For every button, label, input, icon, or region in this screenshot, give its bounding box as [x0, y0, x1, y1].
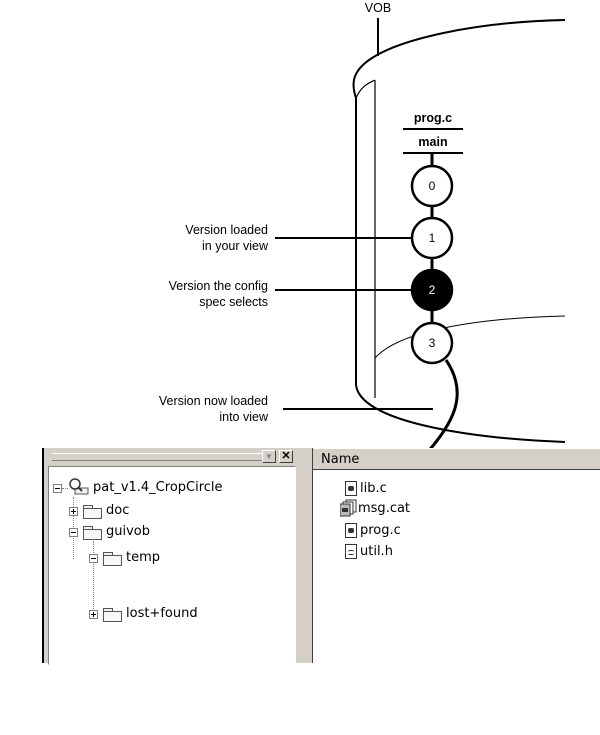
- explorer-window: ▼ ✕ pat_v1.4_CropCircle doc guivob: [42, 448, 600, 665]
- tree-expander-temp[interactable]: [89, 554, 98, 563]
- tree-view: pat_v1.4_CropCircle doc guivob temp lost…: [48, 466, 296, 665]
- version-label-2: 2: [428, 283, 436, 297]
- folder-icon: [103, 552, 122, 566]
- cat-file-icon: [340, 499, 357, 517]
- close-icon[interactable]: ✕: [279, 450, 293, 463]
- version-node-1: [410, 216, 454, 260]
- config-spec-callout-line1: Version the config: [168, 279, 268, 293]
- config-spec-callout-line2: spec selects: [199, 295, 268, 309]
- header-file-icon: [345, 544, 357, 559]
- file-item-lib-c[interactable]: lib.c: [360, 481, 387, 496]
- now-loaded-callout-line1: Version now loaded: [158, 394, 268, 408]
- tree-item-guivob[interactable]: guivob: [106, 524, 151, 539]
- tree-expander-lost-found[interactable]: [89, 610, 98, 619]
- tree-item-lost-found[interactable]: lost+found: [126, 606, 198, 621]
- folder-icon: [83, 526, 102, 540]
- now-loaded-callout: Version now loaded into view: [110, 393, 268, 425]
- tree-expander-guivob[interactable]: [69, 528, 78, 537]
- loaded-version-callout-line2: in your view: [202, 239, 268, 253]
- version-label-0: 0: [428, 179, 436, 193]
- folder-icon: [83, 505, 102, 519]
- vob-cylinder-top: [352, 19, 566, 99]
- vob-label: VOB: [364, 1, 392, 15]
- element-name: prog.c: [413, 111, 453, 125]
- tree-item-temp[interactable]: temp: [126, 550, 161, 565]
- tree-expander-root[interactable]: [53, 484, 62, 493]
- version-node-0: [410, 164, 454, 208]
- version-node-3: [410, 321, 454, 365]
- vob-cylinder-bottom: [355, 384, 566, 443]
- version-label-1: 1: [428, 231, 436, 245]
- now-loaded-callout-line2: into view: [219, 410, 268, 424]
- pane-grip[interactable]: [52, 453, 262, 461]
- loaded-version-callout: Version loaded in your view: [120, 222, 268, 254]
- folder-tree-pane: ▼ ✕ pat_v1.4_CropCircle doc guivob: [42, 448, 302, 665]
- config-spec-callout: Version the config spec selects: [110, 278, 268, 310]
- loaded-version-callout-line1: Version loaded: [185, 223, 268, 237]
- tree-item-root[interactable]: pat_v1.4_CropCircle: [93, 480, 223, 495]
- file-item-msg-cat[interactable]: msg.cat: [358, 501, 411, 516]
- column-header-label: Name: [321, 452, 360, 467]
- view-magnifier-icon: [69, 478, 89, 495]
- tree-expander-doc[interactable]: [69, 507, 78, 516]
- column-header-name[interactable]: Name: [313, 448, 600, 470]
- vob-cylinder-inner-rim: [355, 79, 376, 99]
- load-arrow: [423, 359, 459, 457]
- c-file-icon: [345, 481, 357, 496]
- file-item-prog-c[interactable]: prog.c: [360, 523, 401, 538]
- file-item-util-h[interactable]: util.h: [360, 544, 393, 559]
- view-region-curve: [374, 315, 566, 359]
- folder-icon: [103, 608, 122, 622]
- file-list-pane: Name lib.c msg.cat prog.c util.h: [312, 448, 600, 663]
- pane-splitter[interactable]: [300, 448, 312, 663]
- tree-item-doc[interactable]: doc: [106, 503, 130, 518]
- branch-name: main: [418, 135, 448, 149]
- dropdown-icon[interactable]: ▼: [262, 450, 276, 463]
- c-file-icon: [345, 523, 357, 538]
- version-label-3: 3: [428, 336, 436, 350]
- version-node-2: [410, 268, 454, 312]
